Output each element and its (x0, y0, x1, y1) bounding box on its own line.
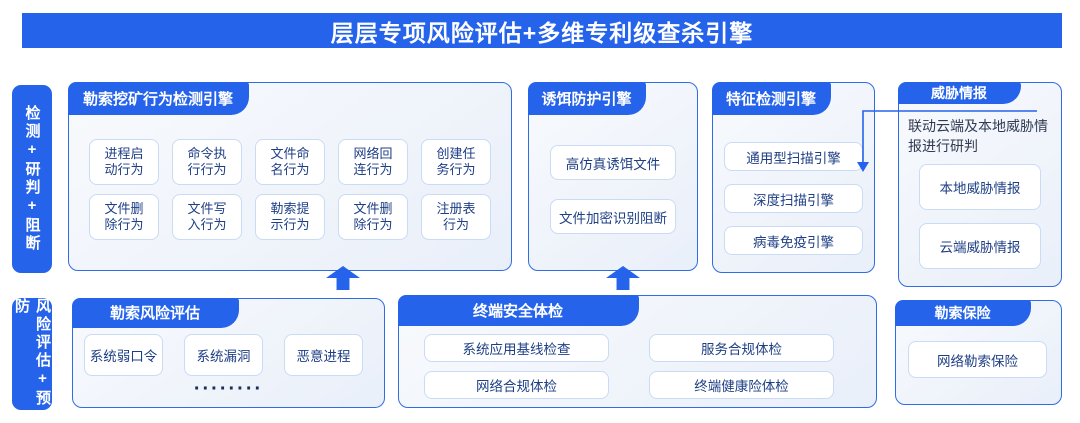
chip-wrap: 网络勒索保险 (908, 341, 1047, 378)
sidebar-item-label: 风险评估+预防 (13, 298, 51, 408)
chip: 网络合规体检 (424, 371, 609, 399)
panel-endpoint-checkup: 终端安全体检 系统应用基线检查 服务合规体检 网络合规体检 终端健康险体检 (397, 294, 877, 408)
panel-signature-engine: 特征检测引擎 通用型扫描引擎 深度扫描引擎 病毒免疫引擎 (711, 81, 875, 273)
chip-stack: 通用型扫描引擎 深度扫描引擎 病毒免疫引擎 (724, 142, 863, 255)
chip-row: 系统弱口令 系统漏洞 恶意进程 (84, 334, 363, 376)
chip-stack: 高仿真诱饵文件 文件加密识别阻断 (550, 145, 676, 234)
sidebar-item-label: 检测+研判+阻断 (23, 105, 41, 253)
panel-ransom-mining-engine: 勒索挖矿行为检测引擎 进程启动行为 命令执行行为 文件命名行为 网络回连行为 创… (67, 81, 512, 271)
chip: 命令执行行为 (172, 139, 242, 185)
chip: 高仿真诱饵文件 (550, 145, 676, 180)
chip: 文件删除行为 (89, 194, 159, 240)
ellipsis-dots: ········ (193, 378, 264, 400)
chip: 文件加密识别阻断 (550, 199, 676, 234)
chip: 网络回连行为 (338, 139, 408, 185)
panel-title: 诱饵防护引擎 (527, 81, 646, 115)
chip: 病毒免疫引擎 (724, 226, 863, 255)
panel-title: 勒索挖矿行为检测引擎 (67, 81, 249, 115)
chip: 文件命名行为 (255, 139, 325, 185)
panel-decoy-engine: 诱饵防护引擎 高仿真诱饵文件 文件加密识别阻断 (527, 81, 698, 271)
panel-title: 特征检测引擎 (711, 81, 831, 115)
chip: 系统弱口令 (84, 334, 163, 376)
threat-intel-description: 联动云端及本地威胁情报进行研判 (908, 118, 1048, 155)
chip: 终端健康险体检 (649, 371, 834, 399)
chip: 系统应用基线检查 (424, 334, 609, 362)
chip: 深度扫描引擎 (724, 184, 863, 213)
chip: 恶意进程 (284, 334, 363, 376)
chip: 通用型扫描引擎 (724, 142, 863, 171)
sidebar-item-risk-prevention: 风险评估+预防 (12, 298, 52, 410)
chip: 云端威胁情报 (919, 223, 1041, 269)
chip: 服务合规体检 (649, 334, 834, 362)
chip-grid: 进程启动行为 命令执行行为 文件命名行为 网络回连行为 创建任务行为 文件删除行… (89, 139, 491, 240)
chip: 本地威胁情报 (919, 164, 1041, 210)
chip: 文件写入行为 (172, 194, 242, 240)
panel-ransom-risk-assessment: 勒索风险评估 系统弱口令 系统漏洞 恶意进程 ········ (71, 297, 385, 408)
panel-title: 终端安全体检 (397, 294, 639, 326)
chip-stack: 本地威胁情报 云端威胁情报 (919, 164, 1041, 269)
chip: 系统漏洞 (184, 334, 263, 376)
panel-threat-intel: 威胁情报 联动云端及本地威胁情报进行研判 本地威胁情报 云端威胁情报 (897, 81, 1062, 287)
sidebar-item-detection: 检测+研判+阻断 (12, 85, 52, 273)
panel-title: 勒索风险评估 (71, 297, 239, 328)
chip: 创建任务行为 (421, 139, 491, 185)
chip: 文件删除行为 (338, 194, 408, 240)
chip: 进程启动行为 (89, 139, 159, 185)
chip: 注册表行为 (421, 194, 491, 240)
panel-ransom-insurance: 勒索保险 网络勒索保险 (894, 299, 1062, 405)
panel-title: 威胁情报 (897, 81, 1021, 104)
panel-title: 勒索保险 (894, 299, 1031, 326)
chip: 网络勒索保险 (908, 341, 1047, 378)
chip-grid: 系统应用基线检查 服务合规体检 网络合规体检 终端健康险体检 (424, 334, 834, 399)
page-title: 层层专项风险评估+多维专利级查杀引擎 (22, 13, 1062, 48)
chip: 勒索提示行为 (255, 194, 325, 240)
